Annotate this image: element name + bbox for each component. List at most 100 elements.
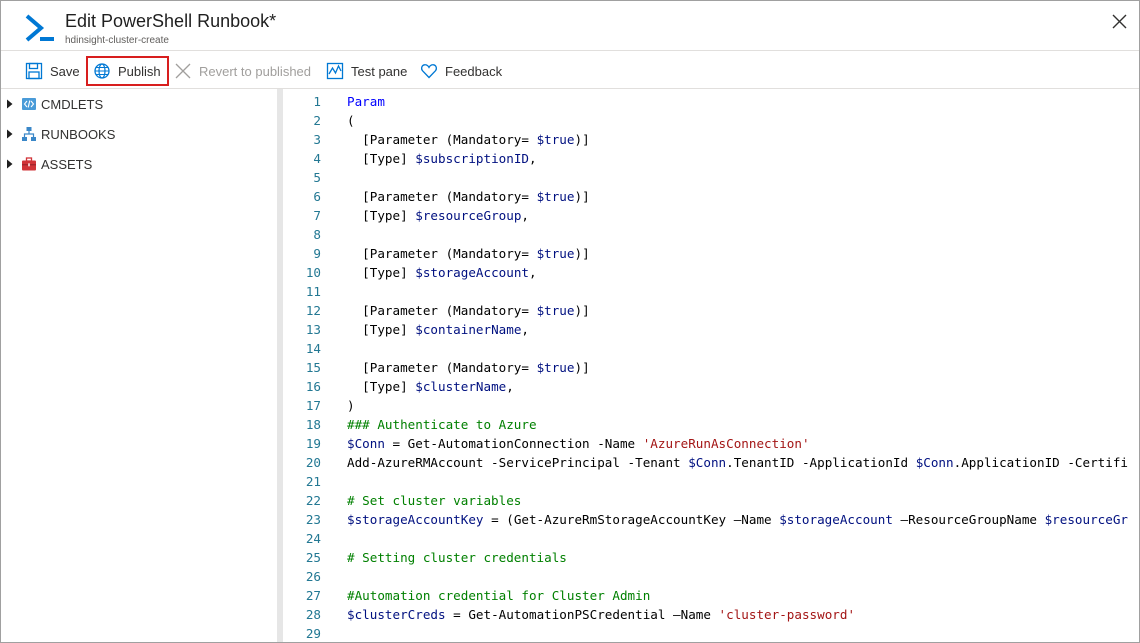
code-token: $clusterCreds	[347, 607, 446, 622]
line-number: 11	[305, 284, 321, 299]
code-token: $Conn	[688, 455, 727, 470]
code-line[interactable]: 7 [Type] $resourceGroup,	[283, 206, 1139, 225]
tree-item-cmdlets[interactable]: CMDLETS	[5, 93, 103, 115]
code-text: $clusterCreds = Get-AutomationPSCredenti…	[347, 605, 855, 624]
code-token: )]	[574, 132, 590, 147]
code-line[interactable]: 10 [Type] $storageAccount,	[283, 263, 1139, 282]
code-token: [Parameter (Mandatory=	[347, 303, 537, 318]
test-pane-label: Test pane	[351, 63, 408, 79]
test-pane-icon	[326, 62, 344, 80]
feedback-button[interactable]: Feedback	[420, 56, 502, 86]
code-token: $Conn	[915, 455, 954, 470]
code-text: [Parameter (Mandatory= $true)]	[347, 187, 590, 206]
code-token: [Type]	[347, 379, 416, 394]
toolbox-icon	[22, 157, 36, 171]
expand-arrow-icon[interactable]	[5, 99, 15, 109]
code-line[interactable]: 4 [Type] $subscriptionID,	[283, 149, 1139, 168]
code-token: (	[347, 113, 355, 128]
code-token: [Type]	[347, 151, 416, 166]
code-line[interactable]: 9 [Parameter (Mandatory= $true)]	[283, 244, 1139, 263]
code-token: –ResourceGroupName	[892, 512, 1045, 527]
code-text: )	[347, 396, 355, 415]
code-token: )]	[574, 303, 590, 318]
code-line[interactable]: 22# Set cluster variables	[283, 491, 1139, 510]
code-line[interactable]: 3 [Parameter (Mandatory= $true)]	[283, 130, 1139, 149]
code-token: # Setting cluster credentials	[347, 550, 567, 565]
code-line[interactable]: 6 [Parameter (Mandatory= $true)]	[283, 187, 1139, 206]
code-line[interactable]: 26	[283, 567, 1139, 586]
line-number: 28	[305, 607, 321, 622]
code-token: ,	[521, 322, 529, 337]
code-token: .TenantID -ApplicationId	[726, 455, 916, 470]
heart-icon	[421, 64, 437, 79]
revert-to-published-button[interactable]: Revert to published	[174, 56, 311, 86]
code-line[interactable]: 12 [Parameter (Mandatory= $true)]	[283, 301, 1139, 320]
code-token: = Get-AutomationConnection -Name	[384, 436, 643, 451]
publish-button[interactable]: Publish	[86, 56, 169, 86]
code-line[interactable]: 27#Automation credential for Cluster Adm…	[283, 586, 1139, 605]
line-number: 17	[305, 398, 321, 413]
code-token: $storageAccount	[779, 512, 893, 527]
code-token: $storageAccountKey	[347, 512, 484, 527]
code-token: )	[347, 398, 355, 413]
line-number: 12	[305, 303, 321, 318]
blade-header: Edit PowerShell Runbook* hdinsight-clust…	[1, 1, 1139, 51]
close-icon[interactable]	[1109, 11, 1131, 33]
code-line[interactable]: 15 [Parameter (Mandatory= $true)]	[283, 358, 1139, 377]
code-line[interactable]: 24	[283, 529, 1139, 548]
code-text: $storageAccountKey = (Get-AzureRmStorage…	[347, 510, 1128, 529]
code-line[interactable]: 8	[283, 225, 1139, 244]
code-line[interactable]: 29	[283, 624, 1139, 642]
code-text: # Setting cluster credentials	[347, 548, 567, 567]
code-line[interactable]: 14	[283, 339, 1139, 358]
code-line[interactable]: 25# Setting cluster credentials	[283, 548, 1139, 567]
tree-item-assets[interactable]: ASSETS	[5, 153, 92, 175]
code-line[interactable]: 28 $clusterCreds = Get-AutomationPSCreden…	[283, 605, 1139, 624]
code-line[interactable]: 18 ### Authenticate to Azure	[283, 415, 1139, 434]
line-number: 10	[305, 265, 321, 280]
line-number: 14	[305, 341, 321, 356]
code-line[interactable]: 5	[283, 168, 1139, 187]
code-token: [Type]	[347, 322, 416, 337]
code-line[interactable]: 2(	[283, 111, 1139, 130]
code-line[interactable]: 19$Conn = Get-AutomationConnection -Name…	[283, 434, 1139, 453]
code-token: $resourceGr	[1044, 512, 1128, 527]
test-pane-button[interactable]: Test pane	[326, 56, 407, 86]
expand-arrow-icon[interactable]	[5, 159, 15, 169]
code-text: [Type] $clusterName,	[347, 377, 514, 396]
line-number: 8	[313, 227, 321, 242]
code-token: $true	[536, 360, 575, 375]
tree-item-label: ASSETS	[41, 156, 93, 172]
code-token: 'AzureRunAsConnection'	[642, 436, 810, 451]
code-text: Param	[347, 92, 385, 111]
globe-icon	[94, 63, 110, 79]
code-line[interactable]: 13 [Type] $containerName,	[283, 320, 1139, 339]
code-line[interactable]: 11	[283, 282, 1139, 301]
code-line[interactable]: 23$storageAccountKey = (Get-AzureRmStora…	[283, 510, 1139, 529]
code-line[interactable]: 21	[283, 472, 1139, 491]
code-icon	[22, 98, 36, 110]
line-number: 21	[305, 474, 321, 489]
code-line[interactable]: 17)	[283, 396, 1139, 415]
pane-splitter[interactable]	[277, 89, 283, 642]
code-line[interactable]: 16 [Type] $clusterName,	[283, 377, 1139, 396]
tree-item-label: RUNBOOKS	[41, 126, 116, 142]
line-number: 26	[305, 569, 321, 584]
command-bar: Save Publish Revert to published Test pa…	[1, 52, 1139, 89]
tree-item-runbooks[interactable]: RUNBOOKS	[5, 123, 115, 145]
code-token: .ApplicationID -Certifi	[953, 455, 1128, 470]
library-tree: CMDLETS RUNBOOKS ASSETS	[1, 89, 277, 642]
expand-arrow-icon[interactable]	[5, 129, 15, 139]
code-token: Add-AzureRMAccount -ServicePrincipal -Te…	[347, 455, 689, 470]
code-text: ### Authenticate to Azure	[347, 415, 537, 434]
code-token: [Type]	[347, 265, 416, 280]
line-number: 18	[305, 417, 321, 432]
line-number: 3	[313, 132, 321, 147]
code-token: ,	[528, 151, 537, 166]
save-button[interactable]: Save	[25, 56, 80, 86]
line-number: 19	[305, 436, 321, 451]
page-subtitle: hdinsight-cluster-create	[65, 35, 169, 46]
